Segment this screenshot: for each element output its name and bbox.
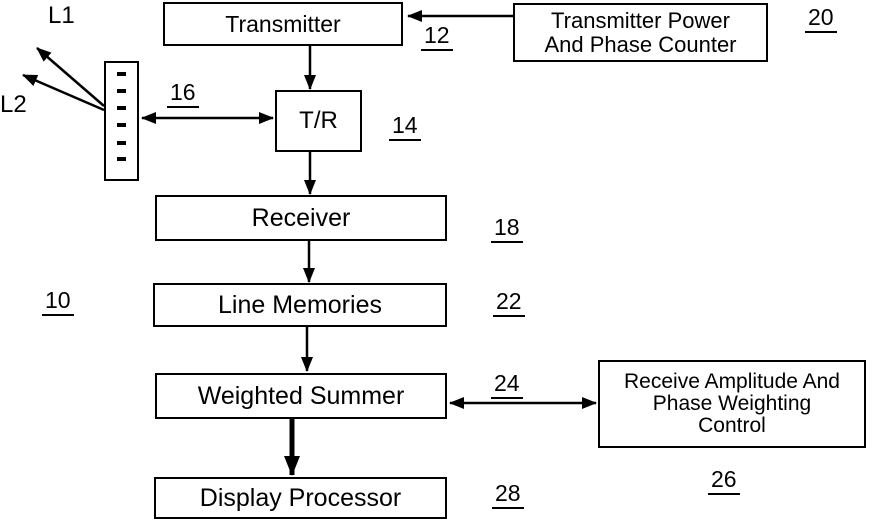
block-transmitter-power-phase-counter: Transmitter Power And Phase Counter [513,3,768,62]
ref-transmitter-12-label: 12 [421,22,453,51]
block-tr-switch: T/R [275,90,362,152]
array-element-mark [117,89,126,93]
ref-receiver-18-label: 18 [491,214,523,243]
ref-tr-switch-14: 14 [389,112,421,141]
block-transmitter-power-phase-counter-label: Transmitter Power And Phase Counter [544,8,737,57]
block-display-processor-label: Display Processor [199,483,402,512]
block-line-memories: Line Memories [153,283,447,327]
array-element-mark [117,106,126,110]
block-tr-switch-label: T/R [299,107,338,135]
ref-weighted-summer-24-label: 24 [491,370,523,399]
ref-display-processor-28: 28 [492,480,524,509]
block-line-memories-label: Line Memories [218,290,382,319]
ref-line-memories-22-label: 22 [493,288,525,317]
ref-counter-20: 20 [805,4,837,33]
ref-tr-switch-14-label: 14 [389,112,421,141]
transducer-array [104,61,139,181]
block-receive-weighting-control-label: Receive Amplitude And Phase Weighting Co… [624,369,840,438]
ref-weighting-control-26-label: 26 [708,466,740,495]
beam-label-l1-text: L1 [48,2,75,29]
ref-transmitter-12: 12 [421,22,453,51]
block-receive-weighting-control: Receive Amplitude And Phase Weighting Co… [598,360,866,448]
ref-display-processor-28-label: 28 [492,480,524,509]
arrow-beam-l1 [36,47,105,107]
block-display-processor: Display Processor [154,477,447,519]
beam-label-l2: L2 [0,92,27,117]
ref-system-10-label: 10 [42,287,74,316]
ref-system-10: 10 [42,287,74,316]
ref-array-16-label: 16 [167,79,199,108]
block-transmitter-label: Transmitter [225,10,341,37]
ref-line-memories-22: 22 [493,288,525,317]
arrow-beam-l2 [22,73,105,112]
ref-receiver-18: 18 [491,214,523,243]
block-receiver-label: Receiver [251,203,351,232]
array-element-mark [117,123,126,127]
beam-label-l1: L1 [48,3,75,28]
block-weighted-summer: Weighted Summer [155,373,447,419]
ref-weighted-summer-24: 24 [491,370,523,399]
block-weighted-summer-label: Weighted Summer [197,381,405,410]
block-receiver: Receiver [155,195,447,241]
ref-array-16: 16 [167,79,199,108]
ref-counter-20-label: 20 [805,4,837,33]
array-element-mark [117,157,126,161]
block-transmitter: Transmitter [163,2,403,46]
beam-label-l2-text: L2 [0,91,27,118]
ref-weighting-control-26: 26 [708,466,740,495]
array-element-mark [117,72,126,76]
array-element-mark [117,141,126,145]
